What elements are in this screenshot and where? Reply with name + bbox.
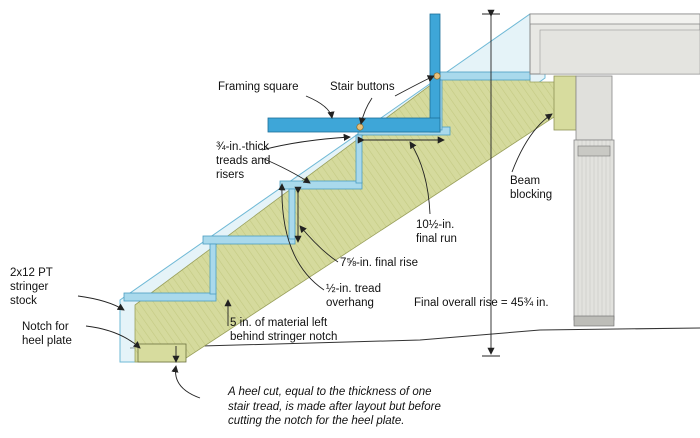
leader-overhang <box>278 183 325 291</box>
leader-stair-buttons-2 <box>358 97 373 125</box>
leader-final-rise <box>299 225 339 263</box>
leader-stringer <box>77 295 125 311</box>
leader-beam <box>511 113 553 173</box>
caption-line2: stair tread, is made after layout but be… <box>228 400 441 413</box>
heel-plate-notch <box>137 343 187 363</box>
label-notch-line2: heel plate <box>22 335 72 347</box>
label-overhang-line2: overhang <box>326 297 374 309</box>
label-beam-line2: blocking <box>510 189 553 201</box>
post <box>573 139 615 321</box>
tread-5 <box>431 71 531 81</box>
leader-final-run <box>409 141 431 215</box>
beam-blocking <box>553 75 577 131</box>
label-beam-blocking: Beam blocking <box>510 174 552 202</box>
label-final-run-line1: 10½-in. <box>416 219 455 231</box>
deck-framing <box>529 13 700 327</box>
leader-notch <box>85 325 141 349</box>
label-material-line2: behind stringer notch <box>230 331 338 343</box>
stair-button-lower <box>356 123 364 131</box>
riser-2 <box>288 188 296 240</box>
label-notch-line1: Notch for <box>22 321 69 333</box>
label-material-left: 5 in. of material left behind stringer n… <box>230 316 337 344</box>
post-base <box>573 315 615 327</box>
overall-rise-dimension <box>482 9 500 357</box>
caption-line1: A heel cut, equal to the thickness of on… <box>228 386 432 398</box>
leader-lines <box>77 75 553 399</box>
leader-treads-2 <box>261 157 311 184</box>
leader-treads <box>261 133 351 151</box>
heel-cut-caption: A heel cut, equal to the thickness of on… <box>228 385 648 429</box>
label-treads-line3: risers <box>216 169 245 181</box>
label-beam-line1: Beam <box>510 175 541 187</box>
label-treads-risers: ¾-in.-thick treads and risers <box>216 140 270 182</box>
label-stringer-stock: 2x12 PT stringer stock <box>10 266 53 308</box>
label-stair-buttons: Stair buttons <box>330 81 395 93</box>
label-stringer-line3: stock <box>10 295 37 307</box>
riser-1 <box>209 243 217 295</box>
post-bracket <box>577 145 611 157</box>
framing-square-blade <box>267 117 441 133</box>
label-treads-line2: treads and <box>216 155 271 167</box>
label-framing-square: Framing square <box>218 81 299 93</box>
label-tread-overhang: ½-in. tread overhang <box>326 282 381 310</box>
framing-square <box>267 13 441 133</box>
deck-board <box>529 13 700 25</box>
leader-framing-square <box>305 95 335 119</box>
label-final-run-line2: final run <box>416 233 457 245</box>
caption-line3: cutting the notch for the heel plate. <box>228 415 405 427</box>
label-overall-rise: Final overall rise = 45¾ in. <box>414 297 549 309</box>
tread-2 <box>202 235 296 245</box>
stair-button-upper <box>433 72 441 80</box>
beam <box>575 75 613 141</box>
label-stringer-line2: stringer <box>10 281 49 293</box>
label-treads-line1: ¾-in.-thick <box>216 141 270 153</box>
tread-3 <box>279 180 363 190</box>
label-final-run: 10½-in. final run <box>416 218 457 246</box>
tread-1 <box>123 292 217 302</box>
label-overhang-line1: ½-in. tread <box>326 283 381 295</box>
leader-stair-buttons <box>394 75 435 97</box>
label-stringer-line1: 2x12 PT <box>10 267 53 279</box>
label-final-rise: 7⅝-in. final rise <box>340 257 418 269</box>
ground-line <box>129 327 700 349</box>
riser-3 <box>355 134 363 184</box>
leader-heel-cut <box>171 365 201 399</box>
deck-joist-line <box>539 29 700 75</box>
label-material-line1: 5 in. of material left <box>230 317 328 329</box>
label-notch-heel-plate: Notch for heel plate <box>22 320 72 348</box>
